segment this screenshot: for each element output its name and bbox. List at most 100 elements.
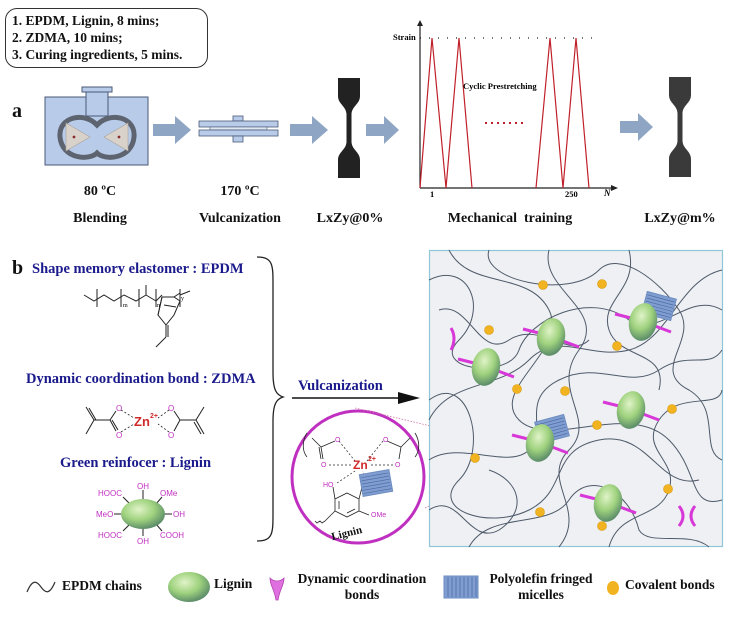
vulcanization-arrow-label: Vulcanization — [298, 378, 383, 394]
epdm-chain-10 — [608, 389, 723, 548]
y-axis-arrowhead — [417, 20, 423, 26]
epdm-chain-11 — [438, 308, 590, 347]
panel-label-a: a — [12, 100, 22, 122]
svg-text:OMe: OMe — [371, 512, 386, 519]
blending-temperature: 80 ºC — [83, 184, 117, 199]
coordination-bond — [457, 357, 475, 365]
covalent-bond-3 — [484, 325, 494, 335]
dumbbell-specimen-icon — [669, 77, 691, 177]
svg-text:OH: OH — [137, 482, 149, 491]
lignin-particle-3 — [628, 303, 658, 341]
coordination-bond — [654, 324, 672, 334]
epdm-chain-7 — [547, 249, 587, 548]
elastomer-network — [358, 249, 724, 548]
coordination-bond — [602, 400, 620, 408]
subscript-n: n — [157, 303, 160, 309]
coordination-bond — [579, 493, 597, 501]
svg-text:HOOC: HOOC — [98, 489, 122, 498]
arrow-right-icon — [366, 116, 399, 144]
covalent-bond-10 — [663, 484, 673, 494]
arrow-right-icon — [290, 116, 328, 144]
epdm-chain-2 — [448, 249, 723, 503]
svg-text:O: O — [383, 437, 389, 444]
epdm-chain-9 — [428, 469, 518, 534]
vulcanization-temperature: 170 ºC — [220, 184, 260, 199]
lignin-title: Green reinfocer : Lignin — [60, 455, 212, 471]
arrow-right-icon — [620, 113, 653, 141]
subscript-m: m — [123, 303, 128, 309]
svg-text:OH: OH — [137, 537, 149, 546]
epdm-chain-8 — [428, 269, 723, 421]
covalent-bond-9 — [470, 453, 480, 463]
vulcanization-label: Vulcanization — [199, 211, 281, 226]
cyclic-strain-chart — [417, 20, 618, 191]
strain-cycle-1 — [419, 37, 447, 189]
arrow-right-icon — [153, 116, 191, 144]
svg-text:O: O — [395, 462, 401, 469]
svg-text:O: O — [321, 462, 327, 469]
x-axis-arrowhead — [611, 185, 618, 191]
covalent-bond-7 — [667, 404, 677, 414]
epdm-chain-4 — [487, 249, 723, 461]
strain-cycle-3 — [535, 37, 564, 189]
dumbbell-specimen-icon — [338, 78, 360, 178]
step-3: 3. Curing ingredients, 5 mins. — [12, 47, 183, 62]
micelle-icon — [443, 575, 479, 599]
y-axis-label: Strain — [393, 32, 416, 42]
covalent-bond-icon — [607, 581, 619, 595]
svg-text:O: O — [168, 404, 174, 413]
strain-cycle-2 — [445, 37, 473, 189]
strain-cycle-4 — [562, 37, 590, 189]
covalent-bond-4 — [612, 341, 622, 351]
svg-text:OH: OH — [173, 510, 185, 519]
lignin-particle-2 — [536, 318, 566, 356]
x-tick-250: 250 — [565, 189, 578, 199]
chart-annotation: Cyclic Prestretching — [463, 81, 537, 91]
internal-mixer-icon — [44, 86, 149, 166]
hot-press-icon — [198, 115, 279, 143]
zdma-structure: O O O O Zn 2+ — [85, 404, 205, 440]
svg-text:COOH: COOH — [160, 531, 184, 540]
epdm-chain-icon — [26, 581, 56, 593]
epdm-title: Shape memory elastomer : EPDM — [32, 261, 244, 277]
svg-text:O: O — [116, 404, 122, 413]
epdm-structure: m n y — [83, 285, 191, 348]
coordination-bond — [522, 327, 540, 335]
covalent-bond-5 — [512, 384, 522, 394]
covalent-bond-11 — [535, 507, 545, 517]
svg-text:O: O — [335, 437, 341, 444]
grouping-brace — [256, 256, 286, 542]
legend-micelles: Polyolefin fringed micelles — [489, 571, 593, 602]
coordination-bond — [677, 505, 697, 527]
lignin-icon — [168, 572, 210, 602]
coordination-bond-icon — [269, 577, 285, 601]
sample-label-0: LxZy@0% — [316, 211, 384, 226]
covalent-bond-8 — [592, 420, 602, 430]
coordination-bond — [614, 312, 632, 320]
coordination-bond — [449, 327, 456, 351]
legend-lignin: Lignin — [214, 576, 253, 591]
lignin-particle-1 — [471, 348, 501, 386]
svg-text:MeO: MeO — [96, 510, 113, 519]
coordination-bond — [511, 433, 529, 441]
legend-epdm-chains: EPDM chains — [62, 578, 142, 593]
covalent-bond-1 — [538, 280, 548, 290]
epdm-chain-5 — [428, 349, 723, 461]
coordination-bond — [642, 412, 660, 422]
svg-text:2+: 2+ — [368, 456, 376, 463]
svg-text:2+: 2+ — [150, 413, 158, 420]
micelle-2 — [358, 468, 394, 498]
panel-label-b: b — [12, 257, 24, 279]
svg-text:HOOC: HOOC — [98, 531, 122, 540]
subscript-y: y — [181, 296, 184, 302]
covalent-bond-12 — [597, 521, 607, 531]
x-tick-1: 1 — [430, 189, 435, 199]
covalent-bond-6 — [560, 386, 570, 396]
covalent-bond-2 — [597, 279, 607, 289]
blending-label: Blending — [73, 211, 127, 226]
svg-text:O: O — [168, 431, 174, 440]
mechanical-training-label: Mechanical training — [447, 211, 573, 226]
lignin-particle-5 — [525, 424, 555, 462]
zinc-ion: Zn — [134, 414, 150, 429]
